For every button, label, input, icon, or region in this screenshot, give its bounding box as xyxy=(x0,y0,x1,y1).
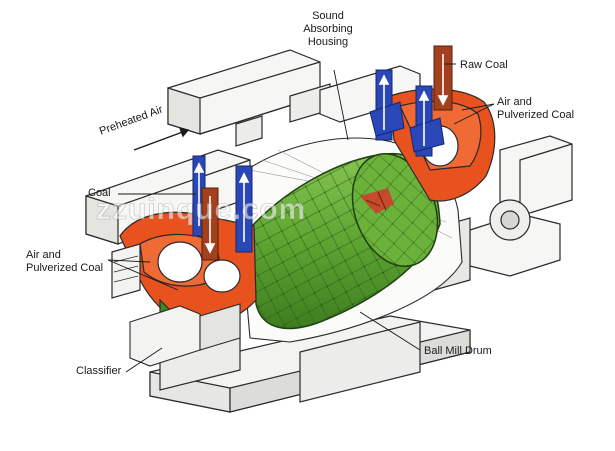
arrow-markers xyxy=(193,54,449,254)
right-duct-and-motor xyxy=(319,65,573,295)
label-air-and-pulverized-coal-right: Air and Pulverized Coal xyxy=(497,96,575,121)
label-classifier: Classifier xyxy=(76,365,122,377)
label-coal: Coal xyxy=(88,187,111,199)
down-arrow-icon xyxy=(437,54,449,106)
label-ball-mill-drum: Ball Mill Drum xyxy=(424,345,492,357)
preheated-air-duct xyxy=(85,49,331,245)
up-arrow-icon xyxy=(418,90,430,146)
leader-lines xyxy=(107,63,495,373)
up-arrow-icon xyxy=(193,162,205,226)
up-arrow-icon xyxy=(378,74,390,130)
preheated-air-arrow xyxy=(133,126,190,151)
label-air-and-pulverized-coal-left: Air and Pulverized Coal xyxy=(26,249,104,274)
up-arrow-icon xyxy=(238,172,250,242)
down-arrow-icon xyxy=(204,196,216,254)
ball-mill-drum-shell xyxy=(251,153,441,330)
label-sound-absorbing-housing: Sound Absorbing Housing xyxy=(303,10,353,48)
classifier-assembly xyxy=(129,303,241,367)
label-raw-coal: Raw Coal xyxy=(460,59,508,71)
watermark-text: zzuinque.com xyxy=(96,193,307,227)
